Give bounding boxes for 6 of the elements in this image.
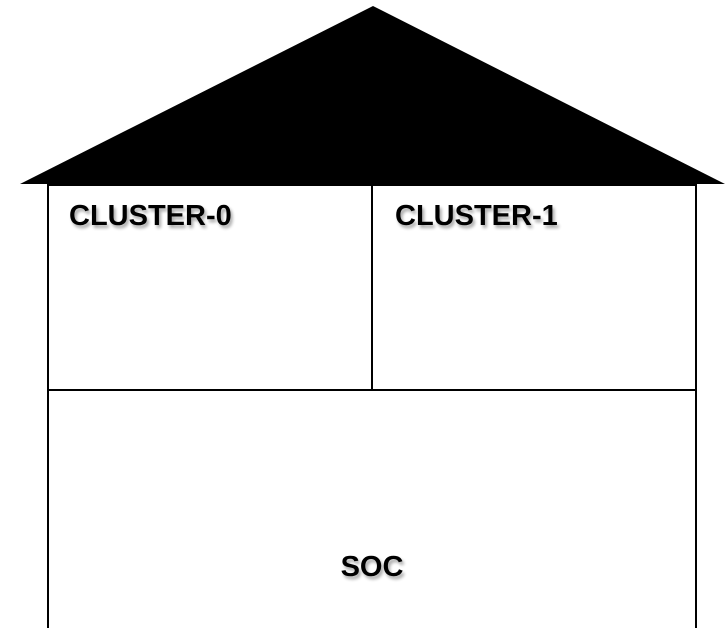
cluster-box: [47, 184, 374, 391]
box-title: CLUSTER-1: [395, 200, 558, 233]
box-title: CLUSTER-0: [69, 200, 232, 233]
box-title: SOC: [340, 551, 404, 584]
soc-box: [47, 389, 697, 628]
cluster-box: [371, 184, 697, 391]
